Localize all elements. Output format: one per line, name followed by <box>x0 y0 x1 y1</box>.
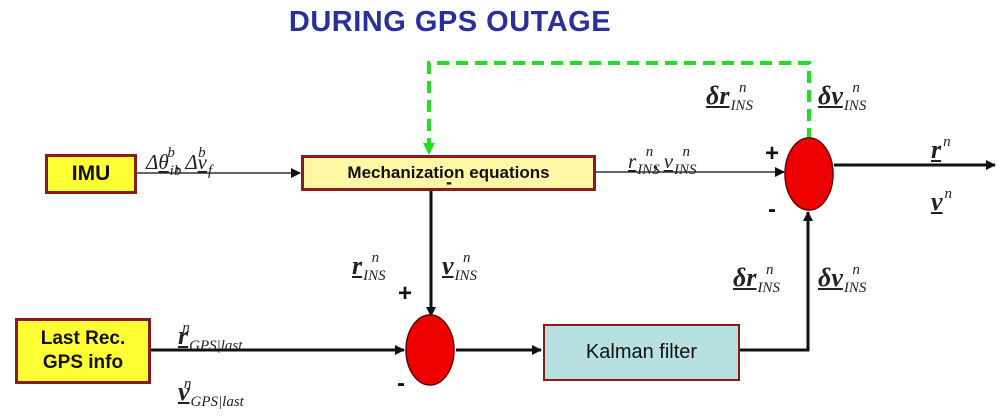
delta-r-symbol: δr <box>706 81 730 110</box>
imu-block: IMU <box>45 154 137 194</box>
branch-r-symbol: r <box>352 251 363 280</box>
gps-v-symbol: v <box>178 377 190 406</box>
comma: , <box>174 150 181 174</box>
sup-n-2: n <box>682 144 691 160</box>
branch-v-symbol: v <box>442 251 454 280</box>
sub-ins-2: INS <box>674 162 697 178</box>
top-summer-minus: - <box>768 196 776 223</box>
bottom-summer-minus: - <box>397 370 405 397</box>
gps-v-label: vGPS|last n <box>178 370 244 416</box>
gps-info-line1: Last Rec. <box>40 328 126 349</box>
sub-ins-8: INS <box>843 280 867 296</box>
bottom-summing-junction <box>405 314 455 386</box>
kalman-delta-r-symbol: δr <box>733 263 757 292</box>
sup-n-5: n <box>371 250 380 266</box>
kalman-delta-v-symbol: δv <box>818 263 843 292</box>
kalman-delta-r-label: δrINS n <box>733 256 780 302</box>
gps-r-label: rGPS|last n <box>178 314 242 360</box>
sup-b-2: b <box>198 145 206 161</box>
sub-gps-last-2: GPS|last <box>190 394 244 410</box>
gps-r-symbol: r <box>178 321 189 350</box>
imu-output-label: Δθibb, Δvfb <box>146 139 212 185</box>
delta-symbol: Δ <box>146 150 159 174</box>
output-r-symbol: r <box>931 135 942 164</box>
sub-ins-4: INS <box>843 98 867 114</box>
top-summer-plus: + <box>765 140 780 167</box>
sup-b: b <box>167 145 175 161</box>
gps-info-block: Last Rec. GPS info <box>15 318 151 384</box>
branch-v-ins-label: vINS n <box>442 244 477 290</box>
sup-n-4: n <box>852 80 860 96</box>
sup-n: n <box>645 144 654 160</box>
feedback-delta-v-label: δvINS n <box>818 74 866 120</box>
mech-output-label: rINSn, vINSn <box>628 138 697 184</box>
sub-ins: INS <box>637 162 660 178</box>
feedback-dashed-arrow <box>423 61 811 155</box>
sub-ins-7: INS <box>757 280 780 296</box>
v-symbol: v <box>197 150 207 174</box>
delta-symbol-2: Δ <box>185 150 198 174</box>
gps-info-line2: GPS info <box>42 352 124 373</box>
kalman-filter-block: Kalman filter <box>543 324 740 381</box>
mech-minus-mark: - <box>446 172 452 192</box>
kalman-to-summer-arrow <box>740 211 813 352</box>
sup-n-7: n <box>765 262 774 278</box>
page-title: DURING GPS OUTAGE <box>288 6 612 38</box>
sub-ib: ib <box>169 163 182 179</box>
sup-n-9: n <box>182 320 190 336</box>
sub-gps-last: GPS|last <box>189 338 243 354</box>
delta-v-symbol: δv <box>818 81 843 110</box>
top-summing-junction <box>784 137 834 211</box>
output-sup-n: n <box>943 134 951 150</box>
sup-n-6: n <box>463 250 471 266</box>
v-symbol-2: v <box>663 149 674 173</box>
theta-symbol: θ <box>158 150 169 174</box>
sub-f: f <box>207 163 213 179</box>
sub-ins-5: INS <box>363 268 386 284</box>
sub-ins-6: INS <box>454 268 478 284</box>
comma-2: , <box>653 149 659 173</box>
sup-n-3: n <box>738 80 747 96</box>
sup-n-8: n <box>852 262 860 278</box>
output-v-symbol: v <box>931 187 943 216</box>
feedback-delta-r-label: δrINS n <box>706 74 753 120</box>
output-sup-n-2: n <box>944 186 953 202</box>
r-symbol: r <box>628 149 637 173</box>
bottom-summer-plus: + <box>398 280 413 307</box>
branch-r-ins-label: rINS n <box>352 244 386 290</box>
mechanization-block: Mechanization equations <box>301 155 596 191</box>
kalman-delta-v-label: δvINS n <box>818 256 866 302</box>
sup-n-10: n <box>183 376 192 392</box>
sub-ins-3: INS <box>730 98 753 114</box>
